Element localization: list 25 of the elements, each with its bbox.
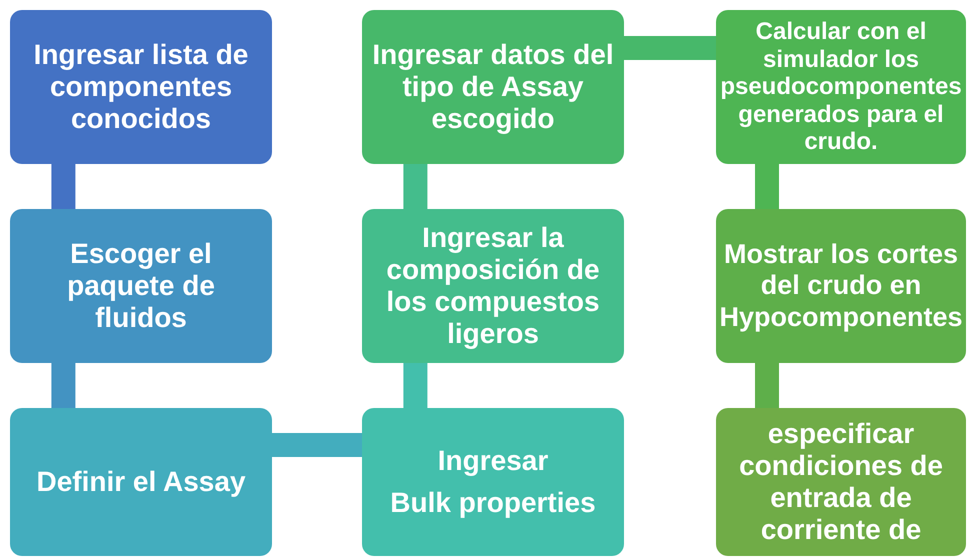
step-text: Ingresar (438, 444, 548, 477)
process-box (362, 408, 624, 556)
process-box (362, 10, 624, 164)
step-text: Ingresar datos del tipo de Assay escogido (372, 38, 614, 136)
process-box (10, 10, 272, 164)
connector-bar (51, 363, 76, 408)
step-text: Definir el Assay (36, 466, 246, 498)
connector-bar (272, 433, 362, 457)
connector-bar (403, 164, 428, 209)
step-text: Escoger el paquete de fluidos (66, 238, 216, 334)
process-box (716, 408, 966, 556)
process-box (716, 209, 966, 363)
step-text: Mostrar los cortes del crudo en Hypocomponentes (719, 239, 963, 333)
step-text: especificar condiciones de entrada de corriente de (738, 418, 944, 546)
process-box (10, 408, 272, 556)
connector-bar (403, 363, 428, 408)
connector-bar (51, 164, 76, 209)
step-text: Bulk properties (390, 487, 596, 520)
process-box (362, 209, 624, 363)
step-text: Calcular con el simulador los pseudocomponentes generados para el crudo. (720, 18, 962, 156)
connector-bar (755, 164, 779, 209)
connector-bar (624, 36, 716, 60)
step-text: Ingresar lista de componentes conocidos (32, 38, 250, 136)
step-text: Ingresar la composición de los compuestos ligeros (385, 222, 601, 350)
process-box (10, 209, 272, 363)
